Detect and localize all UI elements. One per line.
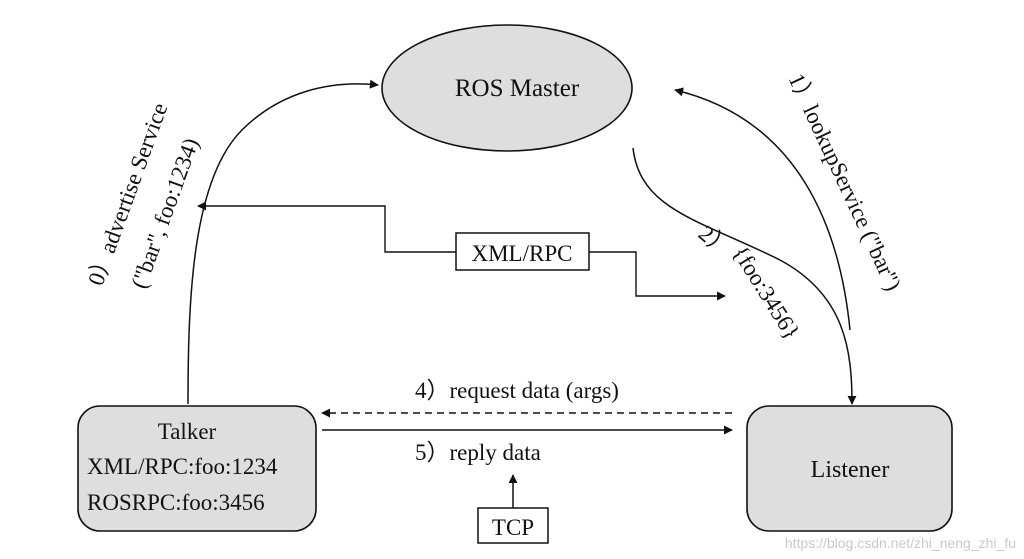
talker-rosrpc-address: ROSRPC:foo:3456: [87, 490, 265, 515]
ros-master-label: ROS Master: [455, 75, 580, 102]
step5-reply-label: 5）reply data: [415, 440, 541, 465]
listener-label: Listener: [811, 457, 890, 483]
listener-node: Listener: [746, 405, 953, 532]
xmlrpc-protocol-box: XML/RPC: [455, 232, 590, 271]
xmlrpc-left-connector: [197, 201, 456, 253]
master-reply-arrow: [632, 147, 857, 405]
advertise-arrow: [187, 79, 379, 405]
xmlrpc-label: XML/RPC: [472, 241, 573, 266]
step1-lookup-label: 1）lookupService ("bar"): [783, 70, 906, 295]
step4-request-label: 4）request data (args): [415, 378, 619, 403]
lookup-service-arrow: [674, 87, 851, 331]
tcp-protocol-box: TCP: [477, 507, 549, 544]
talker-xmlrpc-address: XML/RPC:foo:1234: [87, 454, 278, 479]
ros-master-node: ROS Master: [381, 24, 633, 152]
watermark-url: https://blog.csdn.net/zhi_neng_zhi_fu: [785, 535, 1016, 551]
talker-title: Talker: [158, 419, 217, 444]
talker-node: Talker XML/RPC:foo:1234 ROSRPC:foo:3456: [77, 405, 317, 532]
tcp-label: TCP: [492, 515, 534, 540]
step2-address-label: {foo:3456}: [728, 241, 805, 343]
xmlrpc-right-connector: [589, 251, 726, 301]
